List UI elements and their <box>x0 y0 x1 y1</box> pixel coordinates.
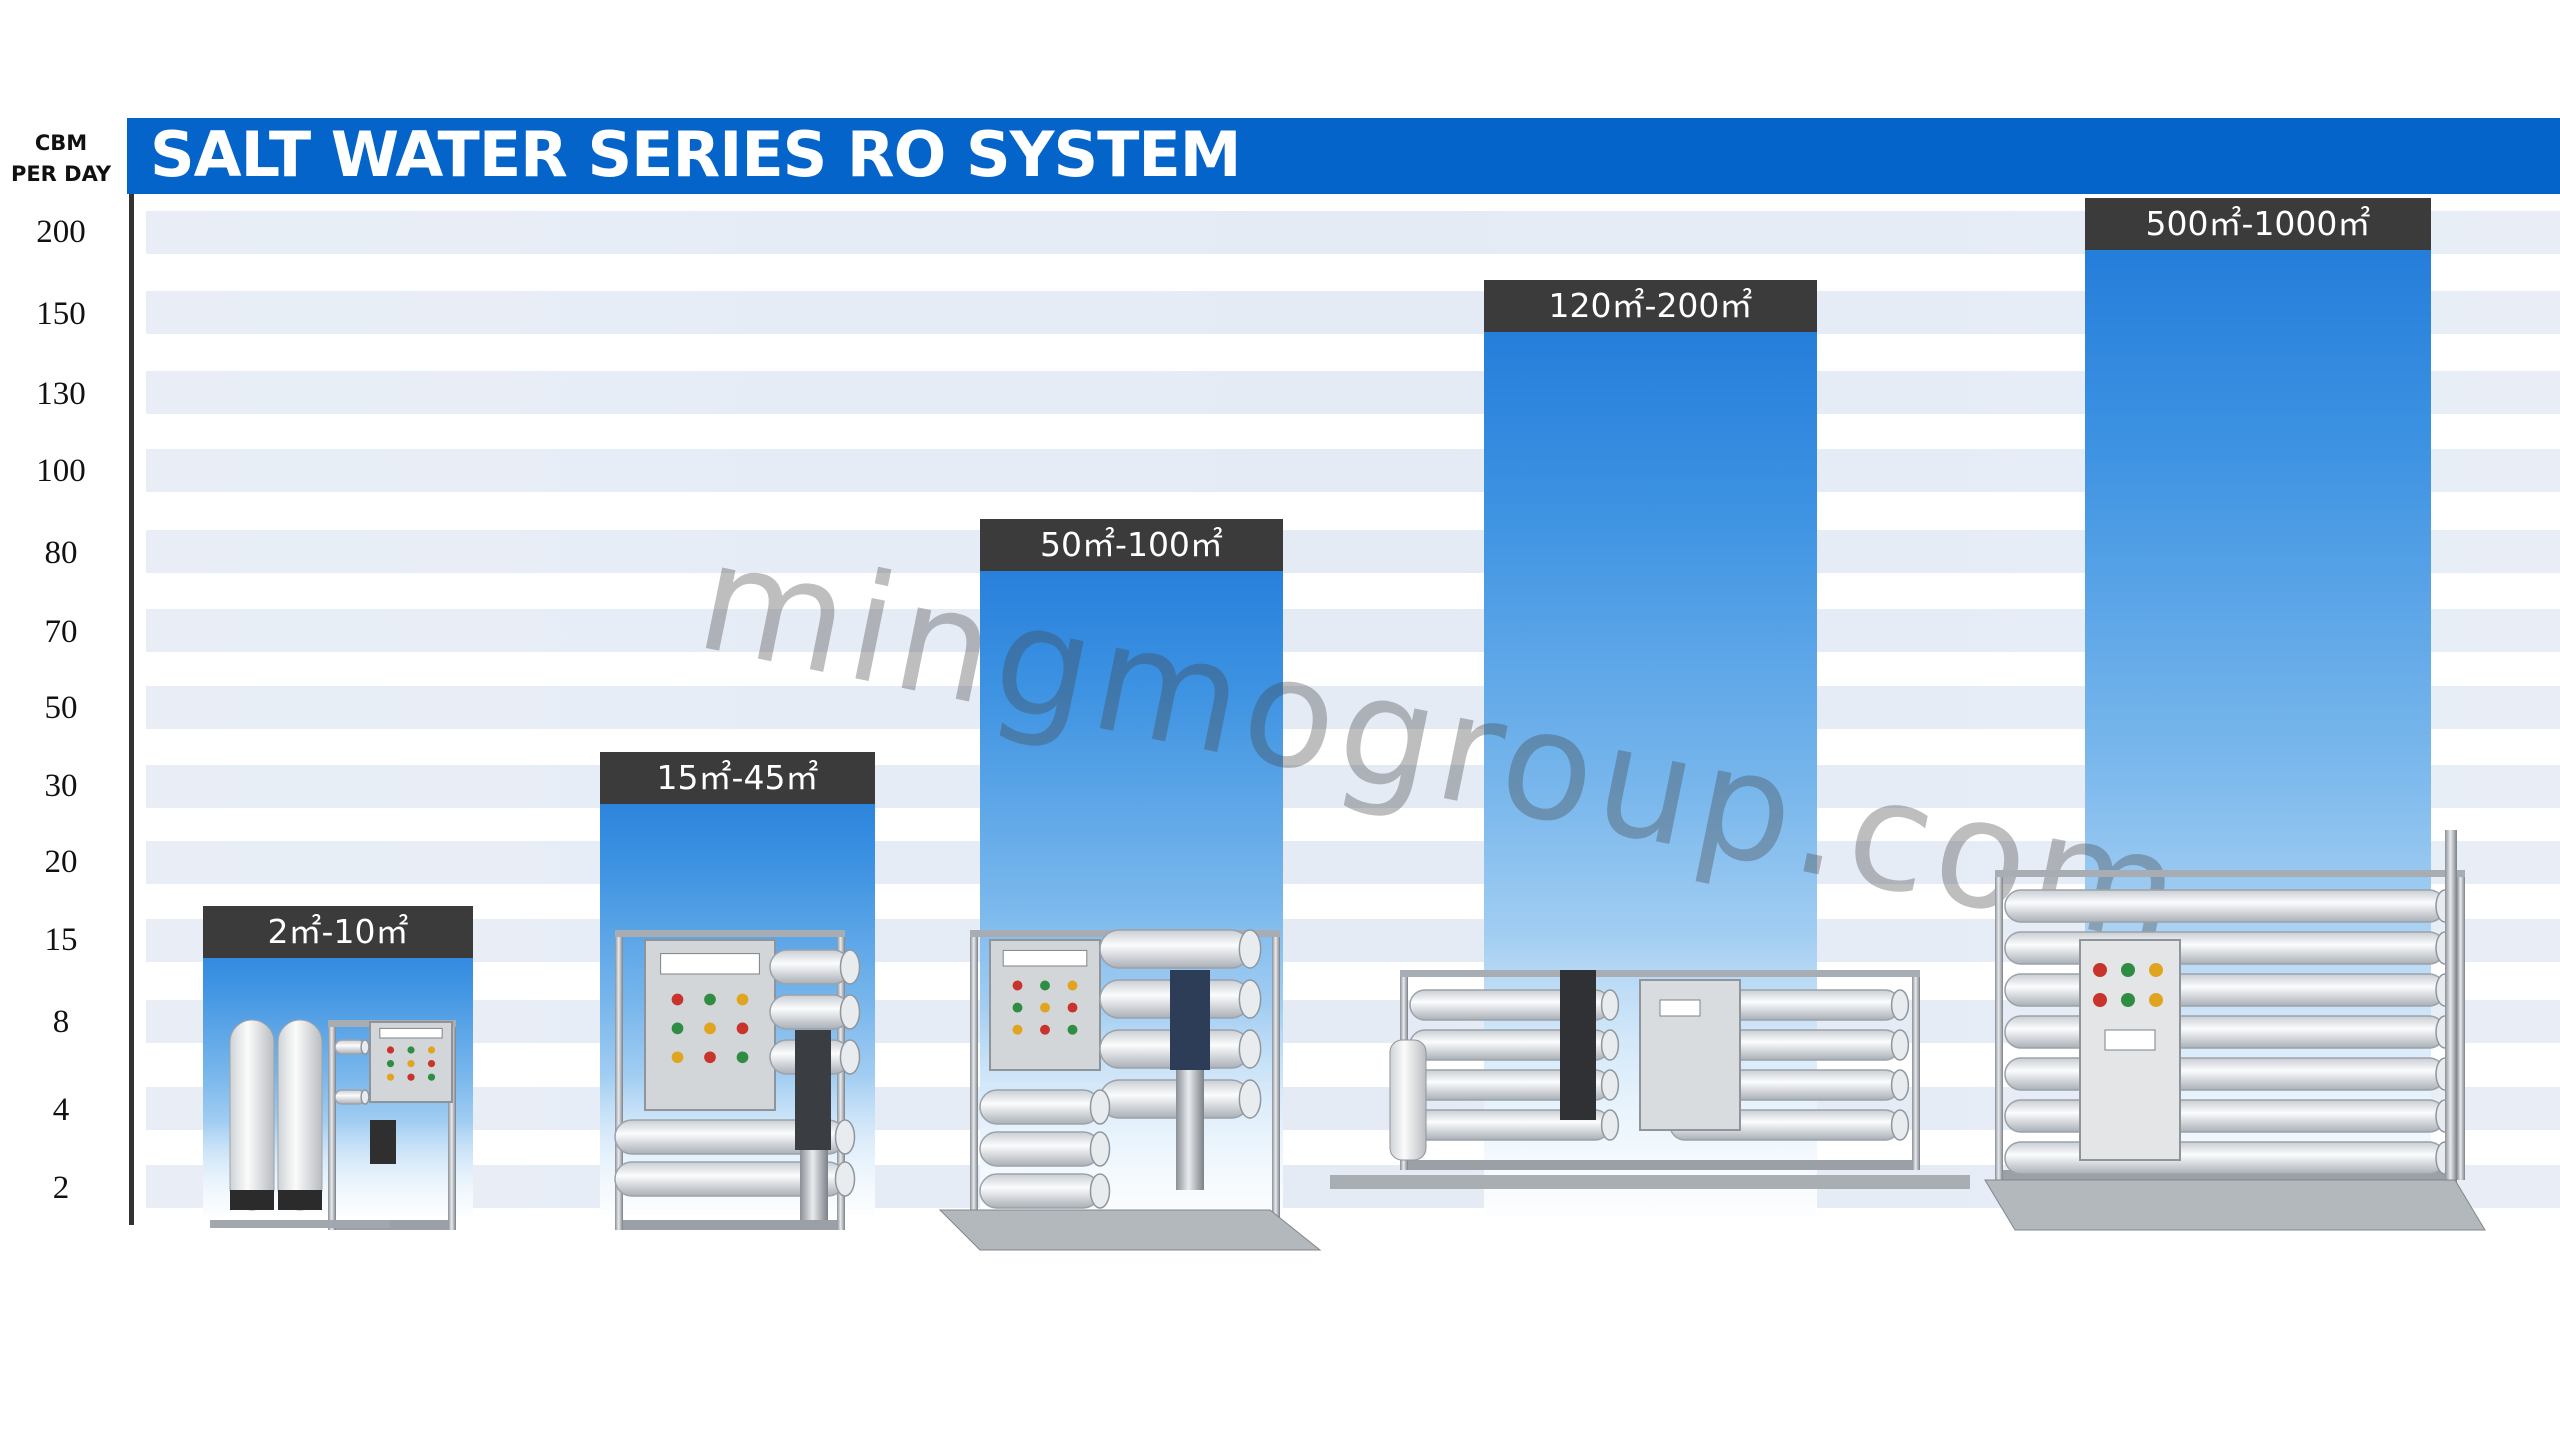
m4 <box>1330 960 1980 1220</box>
header-bar <box>127 118 2560 194</box>
y-tick-label: 2 <box>52 1170 70 1206</box>
bar-label: 15㎡-45㎡ <box>600 752 875 804</box>
watermark: mingmogroup.com <box>685 510 2200 982</box>
m2 <box>595 930 885 1250</box>
y-axis-title: CBM PER DAY <box>6 128 116 190</box>
y-tick-label: 8 <box>52 1004 70 1040</box>
y-tick-label: 100 <box>36 453 86 489</box>
y-tick-label: 15 <box>44 922 78 958</box>
bar-label: 120㎡-200㎡ <box>1484 280 1817 332</box>
y-tick-label: 130 <box>36 376 86 412</box>
chart-title: SALT WATER SERIES RO SYSTEM <box>150 118 1241 191</box>
bar-label: 50㎡-100㎡ <box>980 519 1283 571</box>
y-tick-label: 50 <box>44 690 78 726</box>
y-tick-label: 70 <box>44 614 78 650</box>
y-axis-title-line2: PER DAY <box>10 162 112 186</box>
y-tick-label: 80 <box>44 535 78 571</box>
y-tick-label: 4 <box>52 1092 70 1128</box>
y-tick-label: 30 <box>44 768 78 804</box>
y-tick-label: 150 <box>36 296 86 332</box>
y-tick-label: 200 <box>36 214 86 250</box>
y-axis-line <box>129 194 134 1225</box>
y-axis-title-line1: CBM <box>34 131 88 155</box>
bar-label: 2㎡-10㎡ <box>203 906 473 958</box>
m1 <box>210 1000 470 1250</box>
y-tick-label: 20 <box>44 844 78 880</box>
bar-label: 500㎡-1000㎡ <box>2085 198 2431 250</box>
m5 <box>1984 830 2495 1240</box>
m3 <box>938 910 1322 1270</box>
